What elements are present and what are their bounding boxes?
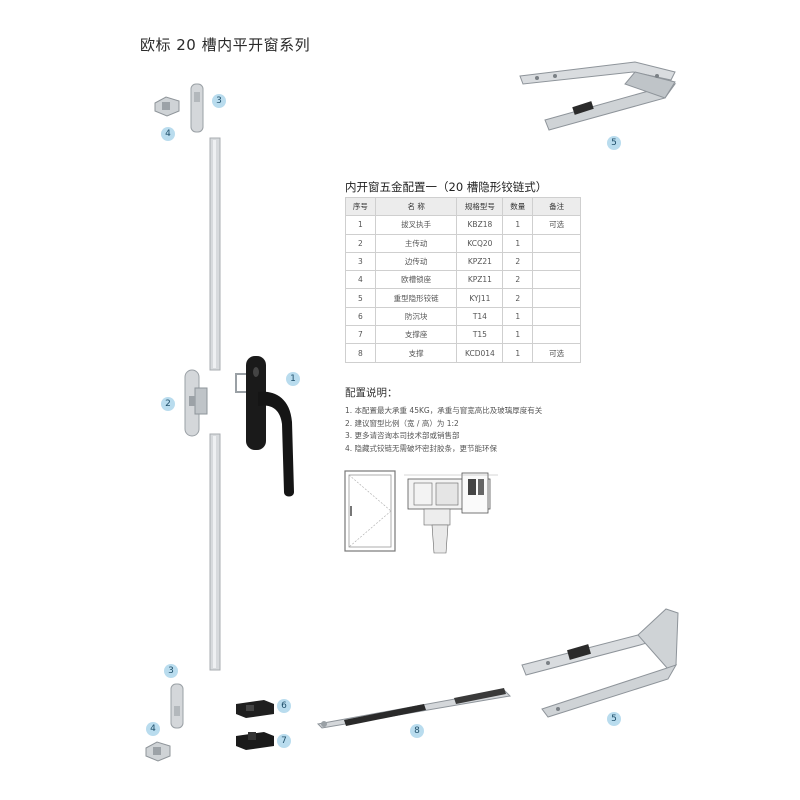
note-item: 2. 建议窗型比例（宽 / 高）为 1:2 [345, 418, 459, 428]
note-item: 4. 隐藏式铰链无需破坏密封胶条，更节能环保 [345, 443, 498, 453]
cell-index: 4 [345, 270, 376, 290]
cell-remark: 可选 [532, 343, 581, 363]
support-seat-image [236, 732, 274, 750]
hinge-top-image [519, 61, 677, 131]
cell-remark [532, 270, 581, 290]
callout-7: 7 [277, 734, 291, 748]
main-drive-image [184, 369, 208, 437]
lock-seat-bottom-image [145, 741, 171, 762]
callout-8: 8 [410, 724, 424, 738]
cell-model: KYJ11 [456, 288, 504, 308]
cell-quantity: 1 [502, 306, 534, 327]
table-row: 8 支撑 KCD014 1 可选 [345, 343, 581, 363]
notes-title: 配置说明： [345, 387, 398, 399]
cell-model: KPZ21 [456, 251, 504, 272]
config-notes: 配置说明： 1. 本配置最大承重 45KG，承重与窗宽高比及玻璃厚度有关 2. … [345, 385, 542, 455]
table-header-row: 序号 名 称 规格型号 数量 备注 [345, 196, 581, 217]
callout-4-bottom: 4 [146, 722, 160, 736]
cell-index: 3 [345, 251, 376, 272]
cell-index: 6 [345, 306, 376, 327]
hinge-bottom-image [521, 608, 679, 718]
cell-model: KPZ11 [456, 270, 504, 290]
header-remark: 备注 [532, 196, 581, 217]
cell-remark [532, 306, 581, 327]
cell-quantity: 2 [502, 270, 534, 290]
cell-quantity: 1 [502, 325, 534, 345]
cell-remark: 可选 [532, 215, 581, 235]
table-row: 2 主传动 KCQ20 1 [345, 233, 581, 253]
side-drive-top-image [190, 83, 204, 133]
cell-index: 8 [345, 343, 376, 363]
cell-quantity: 1 [502, 215, 534, 235]
cell-model: KBZ18 [456, 215, 504, 235]
side-drive-bottom-image [170, 683, 184, 729]
table-row: 5 重型隐形铰链 KYJ11 2 [345, 288, 581, 308]
cell-name: 边传动 [374, 251, 458, 272]
cell-index: 1 [345, 215, 376, 235]
profile-section-diagram [404, 472, 498, 554]
note-item: 1. 本配置最大承重 45KG，承重与窗宽高比及玻璃厚度有关 [345, 406, 543, 415]
cell-model: T14 [456, 306, 504, 327]
callout-4-top: 4 [161, 127, 175, 141]
cell-quantity: 2 [502, 251, 534, 272]
table-row: 6 防沉块 T14 1 [345, 306, 581, 327]
cell-name: 重型隐形铰链 [374, 288, 458, 308]
cell-model: KCD014 [456, 343, 504, 363]
callout-5-top: 5 [607, 136, 621, 150]
header-index: 序号 [345, 196, 376, 217]
callout-5-bottom: 5 [607, 712, 621, 726]
cell-name: 拔叉执手 [374, 215, 458, 235]
cell-remark [532, 233, 581, 253]
cell-quantity: 2 [502, 288, 534, 308]
cell-model: KCQ20 [456, 233, 504, 253]
cell-quantity: 1 [502, 233, 534, 253]
cell-name: 欧槽锁座 [374, 270, 458, 290]
table-row: 1 拔叉执手 KBZ18 1 可选 [345, 215, 581, 235]
header-model: 规格型号 [456, 196, 504, 217]
callout-6: 6 [277, 699, 291, 713]
cell-name: 支撑 [374, 343, 458, 363]
header-name: 名 称 [374, 196, 458, 217]
table-row: 4 欧槽锁座 KPZ11 2 [345, 270, 581, 290]
callout-3-bottom: 3 [164, 664, 178, 678]
hardware-config-table: 序号 名 称 规格型号 数量 备注 1 拔叉执手 KBZ18 1 可选 2 主传… [345, 196, 581, 363]
cell-remark [532, 325, 581, 345]
callout-3-top: 3 [212, 94, 226, 108]
cell-remark [532, 288, 581, 308]
window-handle-image [235, 356, 294, 497]
cell-model: T15 [456, 325, 504, 345]
cell-name: 防沉块 [374, 306, 458, 327]
note-item: 3. 更多请咨询本司技术部或销售部 [345, 431, 460, 440]
cell-remark [532, 251, 581, 272]
cell-quantity: 1 [502, 343, 534, 363]
callout-1: 1 [286, 372, 300, 386]
cell-name: 主传动 [374, 233, 458, 253]
header-quantity: 数量 [502, 196, 534, 217]
cell-index: 5 [345, 288, 376, 308]
config-table-title: 内开窗五金配置一（20 槽隐形铰链式） [345, 180, 548, 194]
cell-name: 支撑座 [374, 325, 458, 345]
lock-seat-top-image [154, 96, 180, 117]
cell-index: 2 [345, 233, 376, 253]
main-drive-rod-lower [209, 433, 221, 671]
window-elevation-diagram [344, 470, 396, 552]
table-row: 3 边传动 KPZ21 2 [345, 251, 581, 272]
table-row: 7 支撑座 T15 1 [345, 325, 581, 345]
anti-sag-block-image [236, 700, 274, 718]
page-title: 欧标 20 槽内平开窗系列 [140, 36, 311, 54]
stay-arm-image [316, 688, 512, 729]
cell-index: 7 [345, 325, 376, 345]
main-drive-rod-upper [209, 137, 221, 371]
callout-2: 2 [161, 397, 175, 411]
